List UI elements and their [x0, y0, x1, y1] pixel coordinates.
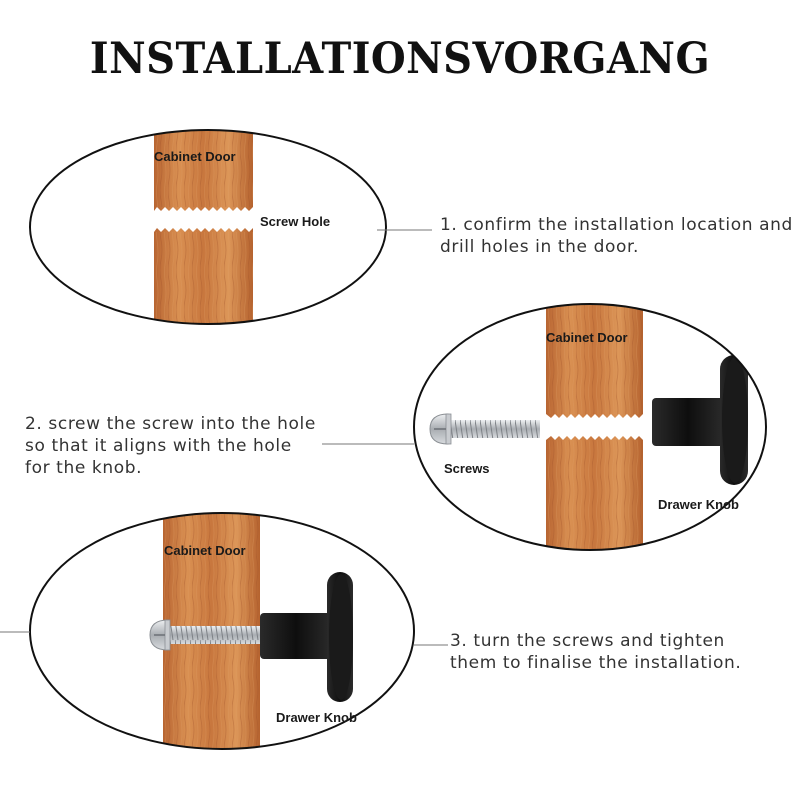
cabinet-door-label: Cabinet Door [546, 330, 628, 345]
drawer-knob [260, 572, 353, 702]
step2-outline [413, 303, 767, 551]
step-1-line-1: 1. confirm the installation location and [440, 215, 793, 235]
screws-label: Screws [444, 461, 490, 476]
step3-illustration: Cabinet Door Drawer Knob [0, 512, 448, 750]
step-3-instruction: 3. turn the screws and tighten them to f… [450, 630, 741, 674]
step1-illustration: Cabinet Door Screw Hole [29, 129, 432, 325]
step-1-line-2: drill holes in the door. [440, 237, 640, 257]
step-3-line-2: them to finalise the installation. [450, 653, 742, 673]
page-title: INSTALLATIONSVORGANG [89, 34, 711, 84]
step-1-instruction: 1. confirm the installation location and… [440, 214, 793, 258]
step-2-line-3: for the knob. [25, 458, 143, 478]
cabinet-door-label: Cabinet Door [164, 543, 246, 558]
step2-illustration: Cabinet Door Screws Drawer Knob [322, 303, 767, 551]
drawer-knob-label: Drawer Knob [658, 497, 739, 512]
drawer-knob-label: Drawer Knob [276, 710, 357, 725]
drawer-knob [652, 355, 748, 485]
cabinet-door-label: Cabinet Door [154, 149, 236, 164]
screw [149, 619, 268, 651]
step-2-line-2: so that it aligns with the hole [25, 436, 292, 456]
step-2-line-1: 2. screw the screw into the hole [25, 414, 316, 434]
step3-outline [29, 512, 415, 750]
step1-outline [29, 129, 387, 325]
step-2-instruction: 2. screw the screw into the hole so that… [25, 413, 316, 479]
screw-hole-label: Screw Hole [260, 214, 330, 229]
screw [429, 413, 540, 445]
step-3-line-1: 3. turn the screws and tighten [450, 631, 725, 651]
